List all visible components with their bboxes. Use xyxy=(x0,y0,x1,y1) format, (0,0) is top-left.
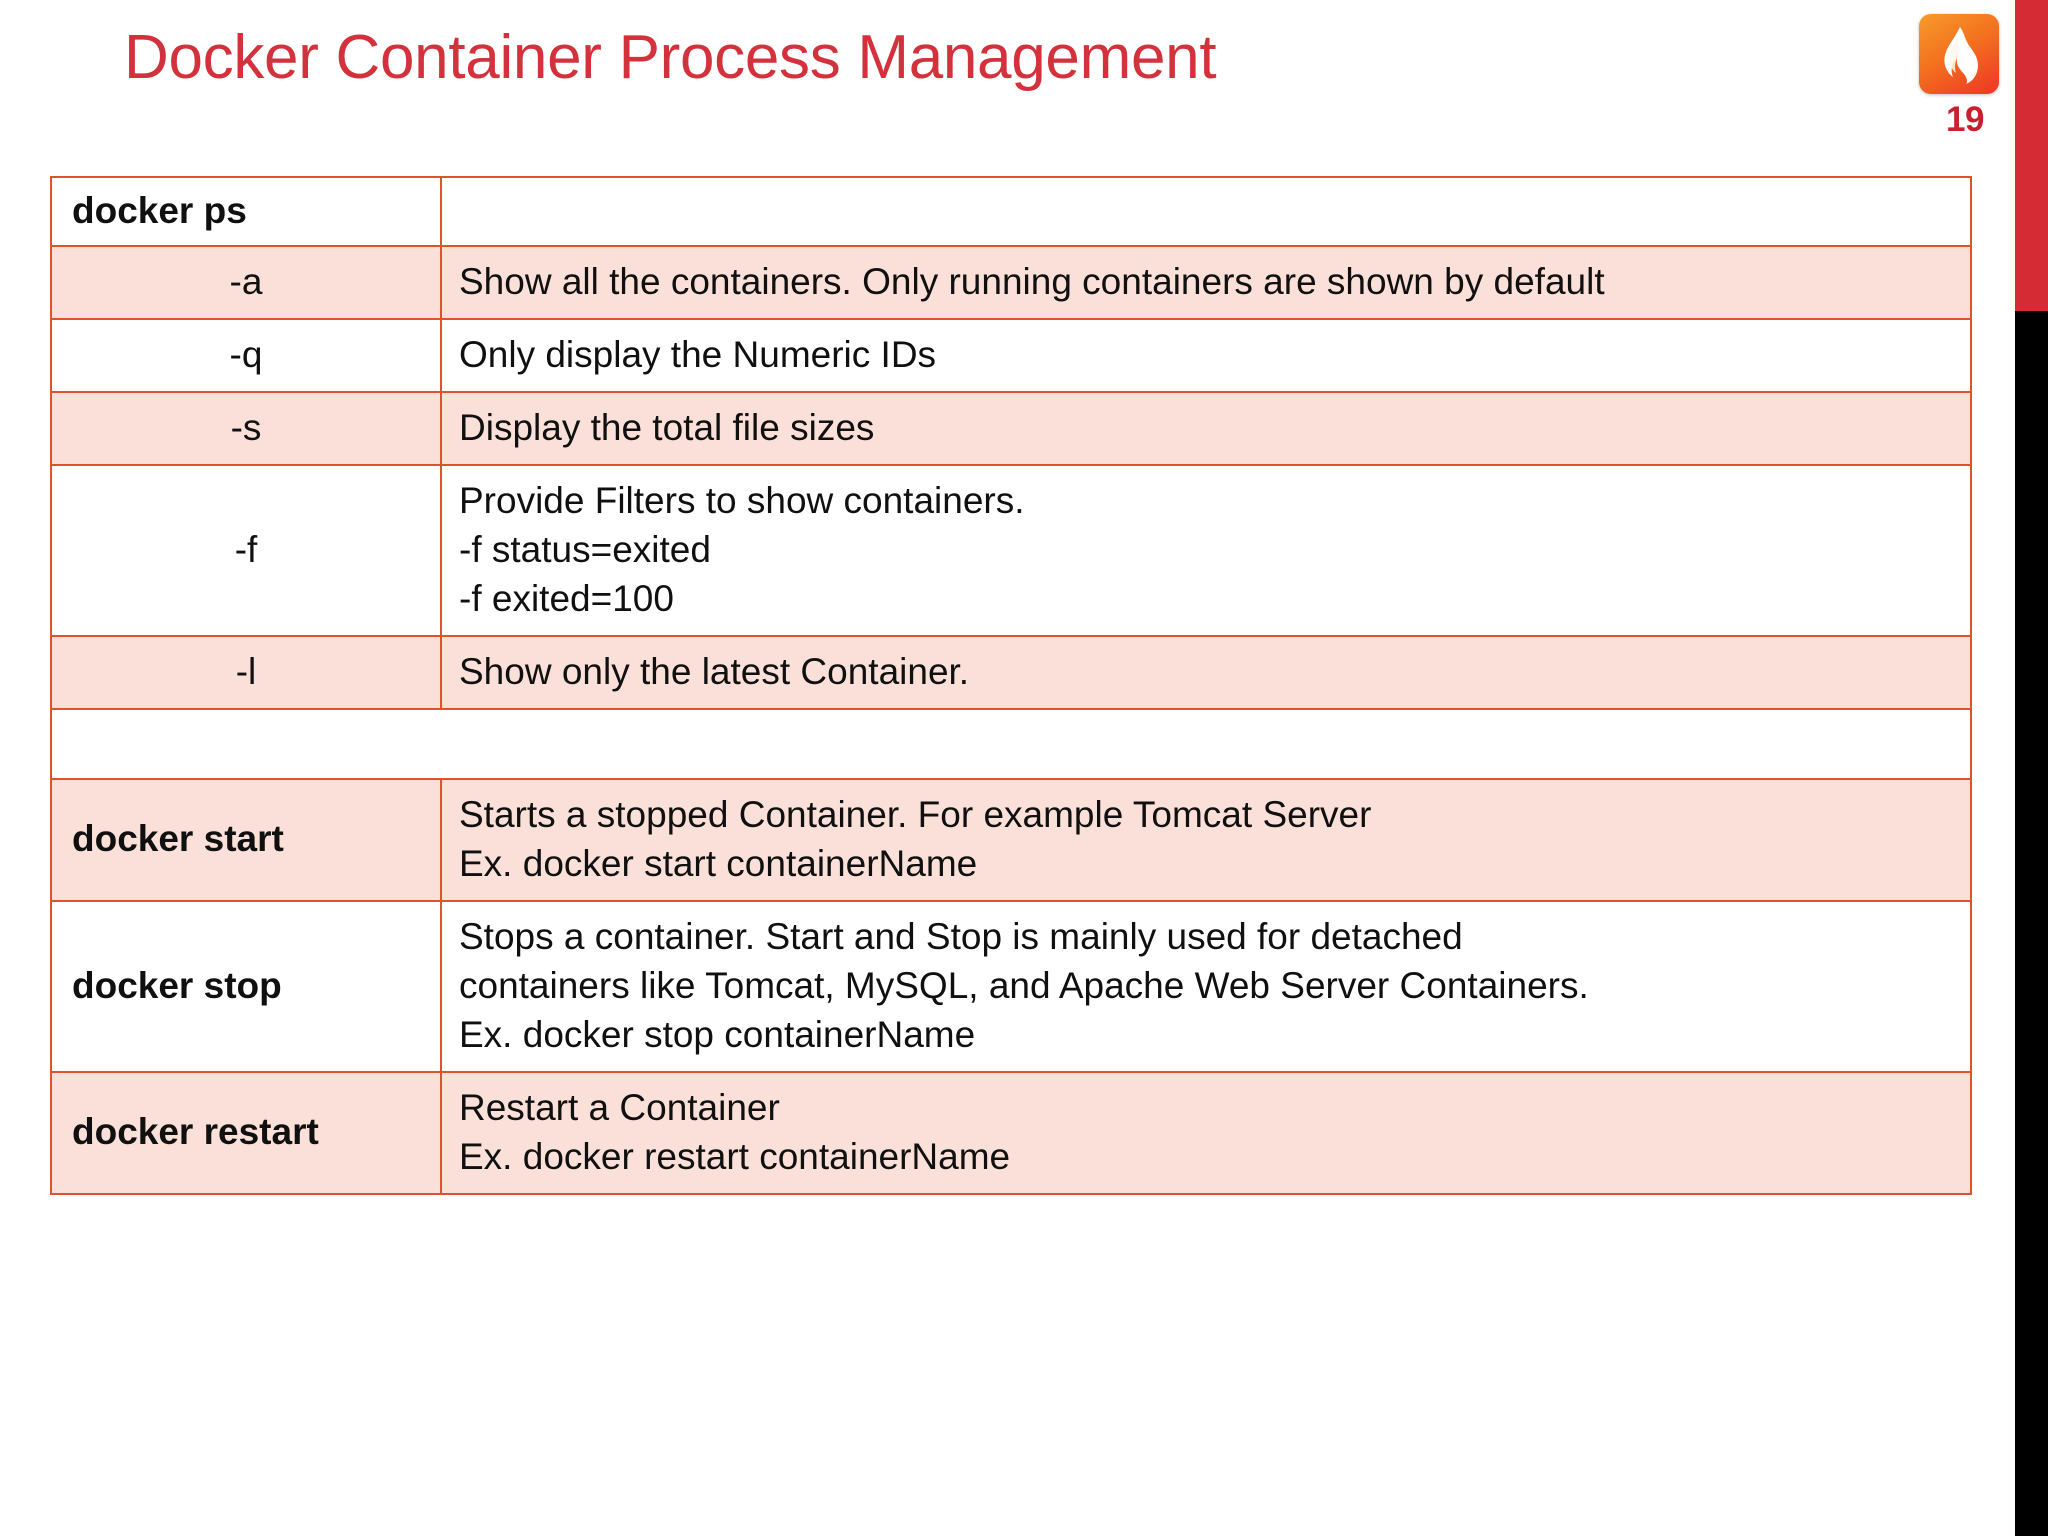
description-line: Stops a container. Start and Stop is mai… xyxy=(459,915,1463,957)
description-line: -f status=exited xyxy=(459,528,711,570)
table-row xyxy=(50,707,1972,780)
command-name-cell: docker ps xyxy=(50,176,442,247)
page-number: 19 xyxy=(1946,100,1984,139)
table-row: -l Show only the latest Container. xyxy=(50,634,1972,710)
table-spacer-cell xyxy=(50,707,1972,780)
description-cell: Provide Filters to show containers. -f st… xyxy=(440,463,1972,637)
description-line: Ex. docker start containerName xyxy=(459,842,978,884)
description-line: Only display the Numeric IDs xyxy=(459,333,937,375)
option-flag-cell: -l xyxy=(50,634,442,710)
right-edge-bar-black xyxy=(2015,311,2048,1536)
description-line: -f exited=100 xyxy=(459,577,674,619)
description-line: Ex. docker restart containerName xyxy=(459,1135,1011,1177)
option-flag-cell: -a xyxy=(50,244,442,320)
command-name-cell: docker start xyxy=(50,777,442,902)
description-line: Provide Filters to show containers. xyxy=(459,479,1025,521)
description-cell: Stops a container. Start and Stop is mai… xyxy=(440,899,1972,1073)
command-name-cell: docker stop xyxy=(50,899,442,1073)
table-row: -q Only display the Numeric IDs xyxy=(50,317,1972,393)
flame-logo-icon xyxy=(1919,14,1999,94)
description-cell: Display the total file sizes xyxy=(440,390,1972,466)
right-edge-bar-red xyxy=(2015,0,2048,311)
description-line: Display the total file sizes xyxy=(459,406,875,448)
option-flag-cell: -f xyxy=(50,463,442,637)
description-cell: Starts a stopped Container. For example … xyxy=(440,777,1972,902)
description-line: Show all the containers. Only running co… xyxy=(459,260,1605,302)
edge-bar-gap xyxy=(2009,0,2015,311)
table-row: docker ps xyxy=(50,176,1972,247)
description-cell: Show all the containers. Only running co… xyxy=(440,244,1972,320)
description-line: containers like Tomcat, MySQL, and Apach… xyxy=(459,964,1589,1006)
option-flag-cell: -q xyxy=(50,317,442,393)
description-cell: Show only the latest Container. xyxy=(440,634,1972,710)
description-line: Restart a Container xyxy=(459,1086,780,1128)
description-line: Show only the latest Container. xyxy=(459,650,970,692)
table-row: -a Show all the containers. Only running … xyxy=(50,244,1972,320)
description-cell: Only display the Numeric IDs xyxy=(440,317,1972,393)
description-line: Starts a stopped Container. For example … xyxy=(459,793,1372,835)
docker-commands-table: docker ps-a Show all the containers. Only… xyxy=(50,176,1972,1195)
table-row: -f Provide Filters to show containers. -f … xyxy=(50,463,1972,637)
description-line: Ex. docker stop containerName xyxy=(459,1013,976,1055)
command-name-cell: docker restart xyxy=(50,1070,442,1195)
page-title: Docker Container Process Management xyxy=(124,23,1217,92)
table-body: docker ps-a Show all the containers. Only… xyxy=(50,176,1972,1195)
description-cell xyxy=(440,176,1972,247)
option-flag-cell: -s xyxy=(50,390,442,466)
table-row: docker start Starts a stopped Container. … xyxy=(50,777,1972,902)
table-row: -s Display the total file sizes xyxy=(50,390,1972,466)
table-row: docker stop Stops a container. Start and … xyxy=(50,899,1972,1073)
